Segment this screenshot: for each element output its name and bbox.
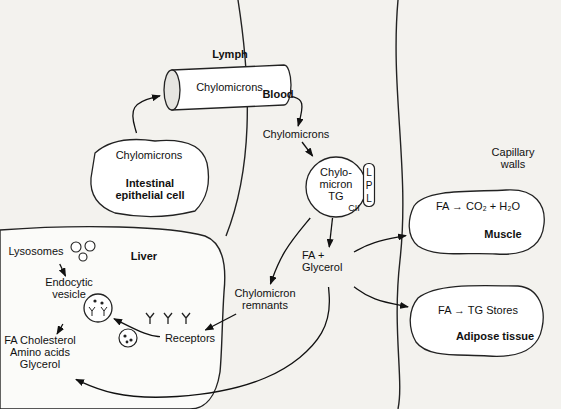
chylomicron-particle: Chylo-micron TGCII	[305, 156, 367, 218]
epithelial-cell: ChylomicronsIntestinal epithelial cell	[85, 133, 213, 218]
flow-arrow	[205, 314, 236, 330]
flow-arrow	[114, 319, 160, 337]
capillary-wall	[396, 0, 403, 409]
lysosome-symbol	[71, 242, 81, 252]
node-text: Chylomicron remnants	[228, 287, 302, 311]
particle-outline	[306, 157, 366, 217]
particle-dot	[93, 299, 96, 302]
capillary-wall	[226, 0, 247, 236]
node-outline	[406, 186, 548, 258]
liver-cell: Liver LysosomesEndocytic vesicle FA Choles…	[0, 222, 232, 409]
node-text: FA → TG Stores	[424, 304, 532, 316]
flow-arrow	[76, 287, 329, 397]
tissue-outline	[410, 286, 543, 357]
node-text: FA Cholesterol Amino acids Glycerol	[4, 334, 76, 370]
vesicle-outline	[84, 294, 112, 322]
receptor-symbol	[164, 313, 172, 324]
flow-arrow	[57, 324, 63, 334]
blood-chylomicrons: Chylomicrons	[256, 126, 336, 142]
region-label: Capillary walls	[482, 146, 544, 170]
flow-arrow	[133, 96, 160, 133]
node-text: Chylo-micron TG	[314, 166, 358, 202]
node-text: Lysosomes	[4, 245, 68, 257]
flow-arrow	[354, 287, 408, 307]
node-text: Receptors	[160, 332, 220, 344]
node-heading: Muscle	[468, 228, 538, 240]
node-text: CII	[343, 202, 365, 214]
node-text: FA + Glycerol	[302, 249, 352, 273]
node-heading: Intestinal epithelial cell	[107, 177, 193, 201]
node-outline	[85, 133, 213, 218]
lymph-vessel: LymphChylomicrons	[160, 46, 292, 112]
lysosome-symbol	[85, 241, 95, 251]
remnants-text: Chylomicron remnants	[228, 284, 302, 314]
node-outline	[408, 280, 546, 360]
muscle-tissue: FA → CO₂ + H₂O Muscle	[406, 186, 548, 258]
node-text: Chylomicrons	[256, 128, 336, 140]
flow-arrow	[292, 97, 302, 126]
node-heading: Adipose tissue	[452, 330, 538, 342]
products-text: FA + Glycerol	[300, 247, 354, 287]
particle-dot	[126, 341, 129, 344]
flow-arrow	[354, 236, 406, 252]
tissue-outline	[409, 190, 544, 254]
lysosome-symbol	[79, 253, 87, 261]
node-heading: Liver	[122, 250, 166, 262]
receptor-symbol	[182, 313, 190, 324]
receptors-text: Receptors	[160, 330, 220, 346]
liver-outline	[0, 227, 225, 409]
particle-dot	[100, 301, 103, 304]
node-text: LPL	[365, 166, 373, 205]
liver-products: FA Cholesterol Amino acids Glycerol	[4, 334, 76, 392]
flow-arrow	[329, 218, 332, 247]
node-text: FA → CO₂ + H₂O	[420, 200, 536, 212]
flow-arrow	[60, 264, 66, 276]
cell-outline	[91, 140, 209, 217]
lpl-enzyme: LPL	[363, 163, 375, 207]
node-text: Chylomicrons	[109, 149, 189, 161]
adipose-tissue: FA → TG StoresAdipose tissue	[408, 280, 546, 360]
node-heading: Lymph	[200, 48, 260, 60]
particle-dot	[123, 334, 126, 337]
enzyme-outline	[364, 164, 375, 207]
receptor-symbol	[89, 307, 107, 316]
lysosomes: Lysosomes	[4, 240, 104, 264]
particle-dot	[129, 338, 132, 341]
vessel-opening	[164, 70, 180, 110]
receptor-symbol	[146, 313, 154, 324]
flow-arrow	[302, 142, 313, 156]
budding-vesicle	[119, 329, 137, 347]
endocytic-vesicle: Endocytic vesicle	[40, 276, 114, 324]
vessel-body	[172, 65, 291, 110]
region-label: Blood	[256, 88, 300, 100]
node-text: Endocytic vesicle	[40, 276, 98, 300]
flow-arrow	[270, 218, 310, 284]
